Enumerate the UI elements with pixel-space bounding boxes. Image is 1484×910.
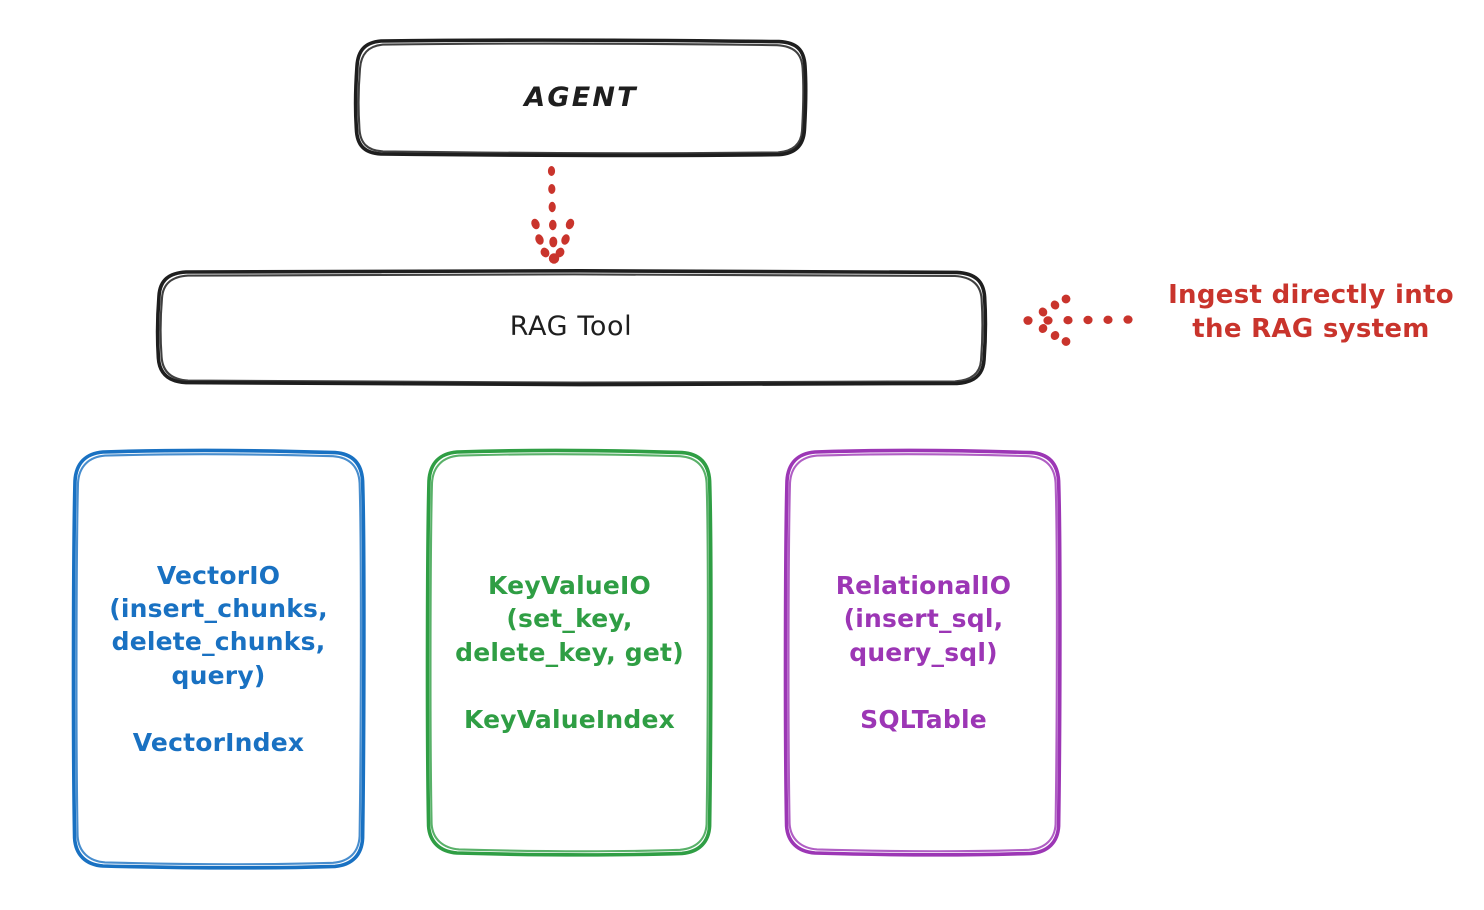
relationalio-box-outline [783, 448, 1062, 857]
vectorio-box-outline [71, 448, 366, 870]
vectorio-node-label: VectorIO (insert_chunks, delete_chunks, … [109, 560, 328, 690]
vectorio-node[interactable]: VectorIO (insert_chunks, delete_chunks, … [73, 450, 364, 868]
ragtool-node-label: RAG Tool [509, 311, 633, 343]
ragtool-box-outline [155, 268, 988, 387]
keyvalueio-index-label: KeyValueIndex [463, 704, 676, 734]
keyvalueio-box-outline [425, 448, 713, 857]
ingest-annotation-text: Ingest directly into the RAG system [1168, 280, 1454, 344]
ingest-annotation-arrow [1023, 294, 1133, 346]
relationalio-table-label: SQLTable [860, 704, 987, 734]
agent-node-label: AGENT [524, 81, 638, 113]
ragtool-node[interactable]: RAG Tool [157, 271, 985, 383]
relationalio-node[interactable]: RelationalIO (insert_sql, query_sql) SQL… [786, 450, 1061, 855]
agent-box-outline [353, 38, 808, 158]
relationalio-node-label: RelationalIO (insert_sql, query_sql) [835, 571, 1012, 667]
vectorio-index-label: VectorIndex [132, 727, 305, 757]
agent-to-ragtool-arrow [531, 166, 575, 264]
keyvalueio-node[interactable]: KeyValueIO (set_key, delete_key, get) Ke… [428, 450, 711, 855]
agent-node[interactable]: AGENT [356, 40, 806, 155]
keyvalueio-node-label: KeyValueIO (set_key, delete_key, get) [455, 571, 684, 667]
